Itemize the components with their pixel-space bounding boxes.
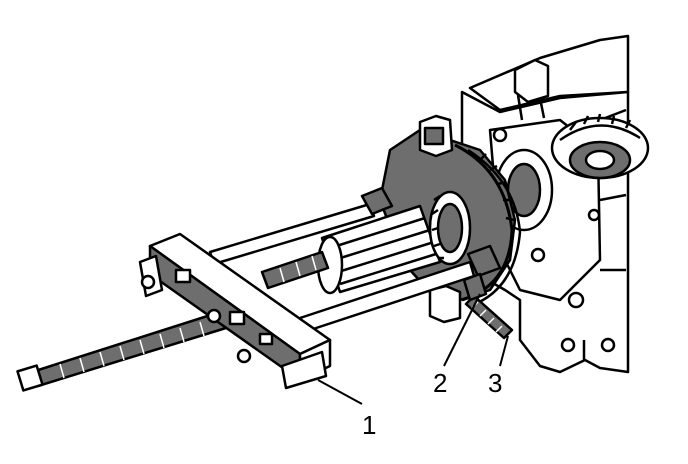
output-shaft [316,190,472,295]
upper-stud [462,272,488,302]
callout-2: 2 [433,368,447,398]
puller-cross-bar [138,232,332,390]
forcing-screw [16,250,330,392]
ring-gear [550,113,650,180]
case-top-clip [513,58,550,121]
leader-line-2 [443,293,481,367]
leader-lines [317,293,509,405]
callout-3: 3 [488,368,502,398]
guide-rods [208,186,502,334]
leader-line-3 [499,335,509,367]
threaded-stud [464,294,514,340]
leader-line-1 [317,379,363,405]
callout-1: 1 [362,410,376,440]
